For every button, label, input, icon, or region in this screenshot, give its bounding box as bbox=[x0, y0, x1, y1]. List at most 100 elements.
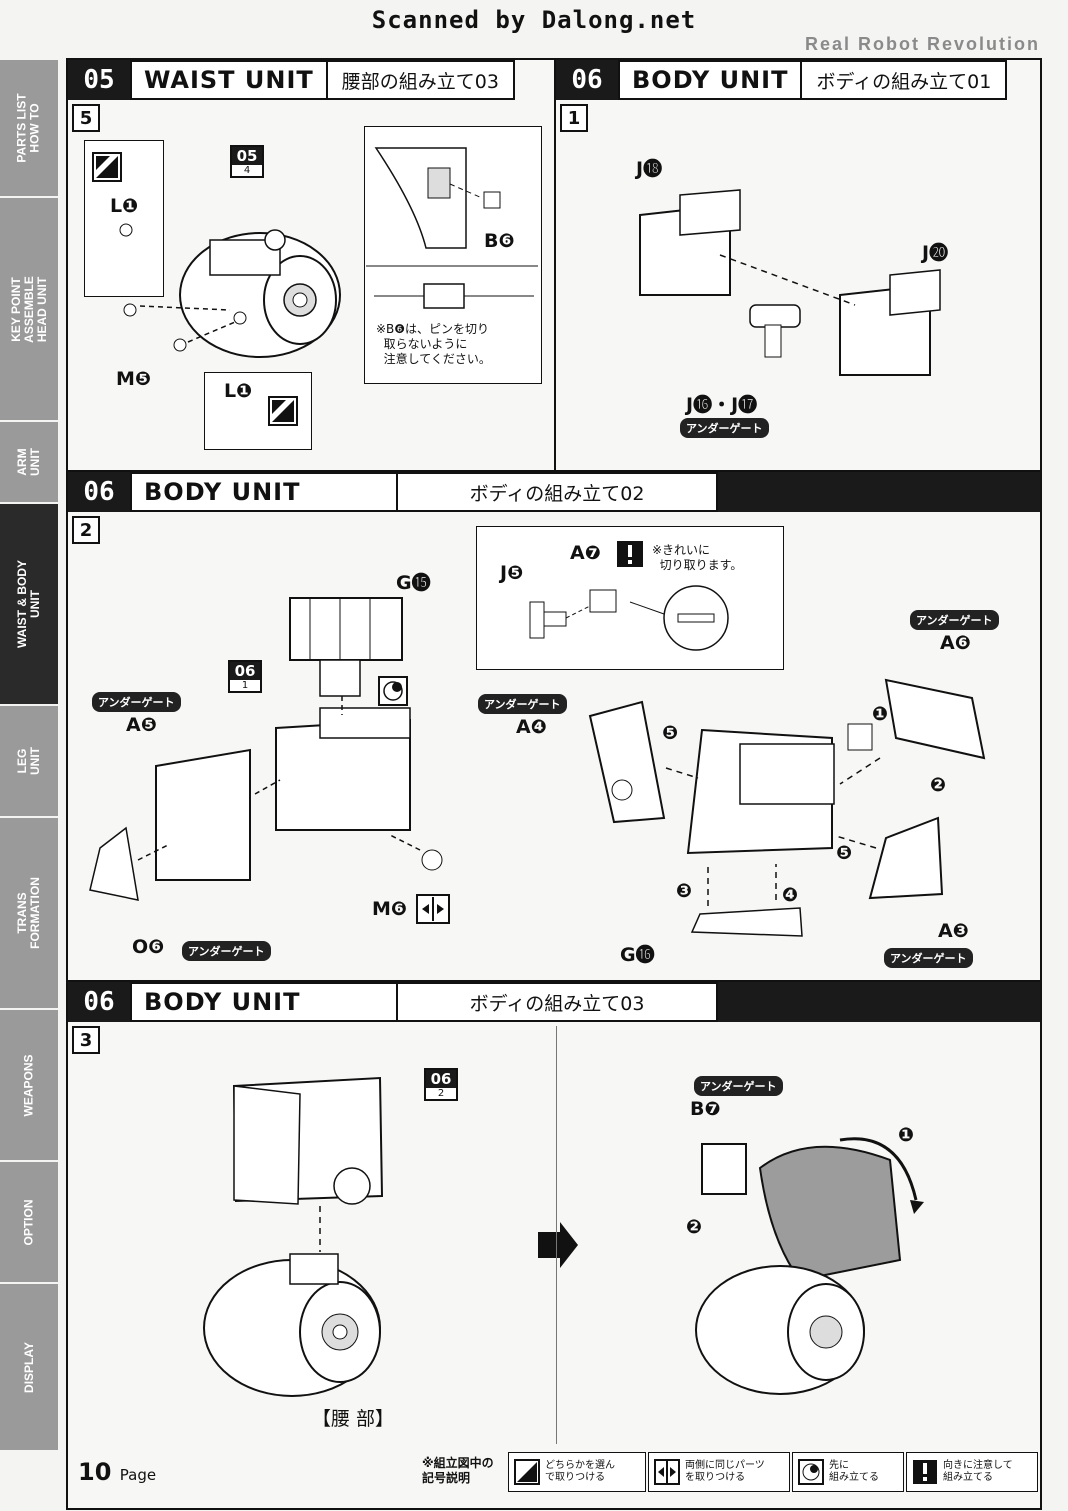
legend-text: 両側に同じパーツ を取りつける bbox=[685, 1460, 765, 1483]
tab-label: WAIST & BODY UNIT bbox=[15, 559, 43, 649]
choice-box-upper bbox=[84, 140, 164, 297]
body-assembly-drawing bbox=[588, 678, 986, 937]
step-number: 2 bbox=[72, 516, 100, 544]
waist-unit-drawing bbox=[119, 223, 341, 358]
tab-label: KEY POINT ASSEMBLE HEAD UNIT bbox=[8, 275, 49, 343]
step-arrow-1: ❶ bbox=[872, 703, 889, 725]
step-arrow-5: ❺ bbox=[836, 842, 853, 864]
part-label-A6: A❻ bbox=[940, 632, 971, 654]
legend-orientation: 向きに注意して 組み立てる bbox=[906, 1452, 1038, 1492]
section-title: BODY UNIT bbox=[130, 472, 398, 512]
part-label-G15: G⓯ bbox=[396, 572, 431, 594]
section-subtitle: ボディの組み立て03 bbox=[398, 982, 718, 1022]
divider bbox=[556, 1026, 557, 1444]
ref-step-badge: 06 1 bbox=[228, 660, 262, 693]
assemble-first-icon bbox=[378, 676, 408, 706]
part-label-A4: A❹ bbox=[516, 716, 547, 738]
part-label-A3: A❸ bbox=[938, 920, 969, 942]
divider bbox=[66, 980, 1042, 982]
section-number: 05 bbox=[68, 60, 130, 100]
step-arrow-5: ❺ bbox=[662, 722, 679, 744]
final-body-drawing bbox=[695, 1137, 924, 1395]
header-fill bbox=[718, 982, 1040, 1022]
tab-transformation[interactable]: TRANS FORMATION bbox=[0, 818, 58, 1010]
tab-key-point[interactable]: KEY POINT ASSEMBLE HEAD UNIT bbox=[0, 198, 58, 422]
body-frame-drawing bbox=[639, 189, 941, 376]
header-body-unit-02: 06 BODY UNIT ボディの組み立て02 bbox=[68, 472, 1040, 512]
step-arrow-4: ❹ bbox=[782, 884, 799, 906]
part-label-M6: M❻ bbox=[372, 898, 407, 920]
under-gate-badge: アンダーゲート bbox=[884, 948, 973, 968]
section-number: 06 bbox=[556, 60, 618, 100]
header-fill bbox=[718, 472, 1040, 512]
tab-weapons[interactable]: WEAPONS bbox=[0, 1010, 58, 1162]
under-gate-badge: アンダーゲート bbox=[182, 941, 271, 961]
ref-step-badge: 06 2 bbox=[424, 1068, 458, 1101]
tab-display[interactable]: DISPLAY bbox=[0, 1284, 58, 1452]
caution-icon bbox=[617, 541, 643, 567]
choose-one-icon bbox=[513, 1458, 541, 1486]
legend-both-sides: 両側に同じパーツ を取りつける bbox=[648, 1452, 790, 1492]
part-label-B6: B❻ bbox=[484, 230, 515, 252]
under-gate-badge: アンダーゲート bbox=[478, 694, 567, 714]
body-on-waist-drawing bbox=[203, 1076, 384, 1397]
under-gate-badge: アンダーゲート bbox=[694, 1076, 783, 1096]
ref-step-number: 06 bbox=[230, 662, 260, 680]
page-number-value: 10 bbox=[78, 1458, 112, 1486]
page-footer: 10 Page ※組立図中の 記号説明 どちらかを選ん で取りつける 両側に同じ… bbox=[66, 1444, 1042, 1510]
part-label-L1: L❶ bbox=[110, 195, 139, 217]
tab-parts-list[interactable]: PARTS LIST HOW TO bbox=[0, 60, 58, 198]
tab-label: WEAPONS bbox=[21, 1053, 36, 1117]
part-label-A5: A❺ bbox=[126, 714, 157, 736]
body-core-drawing bbox=[89, 597, 443, 901]
scanner-credit: Scanned by Dalong.net bbox=[371, 6, 697, 34]
section-title: WAIST UNIT bbox=[130, 60, 328, 100]
part-label-J16-J17: J⓰・J⓱ bbox=[686, 394, 758, 416]
section-title: BODY UNIT bbox=[618, 60, 803, 100]
ref-step-number: 05 bbox=[232, 147, 262, 165]
step-arrow-2: ❷ bbox=[930, 774, 947, 796]
section-subtitle: 腰部の組み立て03 bbox=[327, 60, 515, 100]
under-gate-badge: アンダーゲート bbox=[910, 610, 999, 630]
choose-one-icon bbox=[268, 396, 298, 426]
legend-assemble-first: 先に 組み立てる bbox=[792, 1452, 904, 1492]
legend-title: ※組立図中の 記号説明 bbox=[422, 1456, 494, 1485]
header-body-unit-03: 06 BODY UNIT ボディの組み立て03 bbox=[68, 982, 1040, 1022]
b6-caution-note: ※B❻は、ピンを切り 取らないように 注意してください。 bbox=[376, 322, 491, 366]
tab-option[interactable]: OPTION bbox=[0, 1162, 58, 1284]
part-label-A7: A❼ bbox=[570, 542, 601, 564]
tab-label: LEG UNIT bbox=[15, 747, 42, 775]
legend-text: どちらかを選ん で取りつける bbox=[545, 1460, 615, 1483]
step-number: 5 bbox=[72, 104, 100, 132]
divider bbox=[66, 470, 1042, 472]
under-gate-badge: アンダーゲート bbox=[92, 692, 181, 712]
section-title: BODY UNIT bbox=[130, 982, 398, 1022]
header-body-unit-01: 06 BODY UNIT ボディの組み立て01 bbox=[556, 60, 1040, 100]
part-label-M5: M❺ bbox=[116, 368, 151, 390]
ref-step-sub: 2 bbox=[437, 1088, 445, 1099]
under-gate-badge: アンダーゲート bbox=[680, 418, 769, 438]
part-label-G16: G⓰ bbox=[620, 944, 655, 966]
waist-caption: 【腰 部】 bbox=[312, 1408, 395, 1430]
legend-text: 向きに注意して 組み立てる bbox=[943, 1460, 1013, 1483]
tab-waist-body-unit[interactable]: WAIST & BODY UNIT bbox=[0, 504, 58, 706]
arrow-right-icon bbox=[538, 1222, 578, 1268]
section-subtitle: ボディの組み立て02 bbox=[398, 472, 718, 512]
step-number: 3 bbox=[72, 1026, 100, 1054]
ref-step-sub: 4 bbox=[243, 165, 251, 176]
tab-label: OPTION bbox=[21, 1198, 36, 1246]
divider bbox=[554, 60, 556, 470]
tab-label: PARTS LIST HOW TO bbox=[15, 93, 42, 163]
same-part-both-sides-icon bbox=[653, 1458, 681, 1486]
assemble-first-icon bbox=[797, 1458, 825, 1486]
section-number: 06 bbox=[68, 472, 130, 512]
section-number: 06 bbox=[68, 982, 130, 1022]
ref-step-sub: 1 bbox=[241, 680, 249, 691]
caution-icon bbox=[911, 1458, 939, 1486]
tab-leg-unit[interactable]: LEG UNIT bbox=[0, 706, 58, 818]
a7-caution-note: ※きれいに 切り取ります。 bbox=[652, 543, 743, 572]
tab-label: ARM UNIT bbox=[15, 448, 42, 476]
part-label-B7: B❼ bbox=[690, 1098, 721, 1120]
tab-arm-unit[interactable]: ARM UNIT bbox=[0, 422, 58, 504]
step-arrow-2: ❷ bbox=[686, 1216, 703, 1238]
